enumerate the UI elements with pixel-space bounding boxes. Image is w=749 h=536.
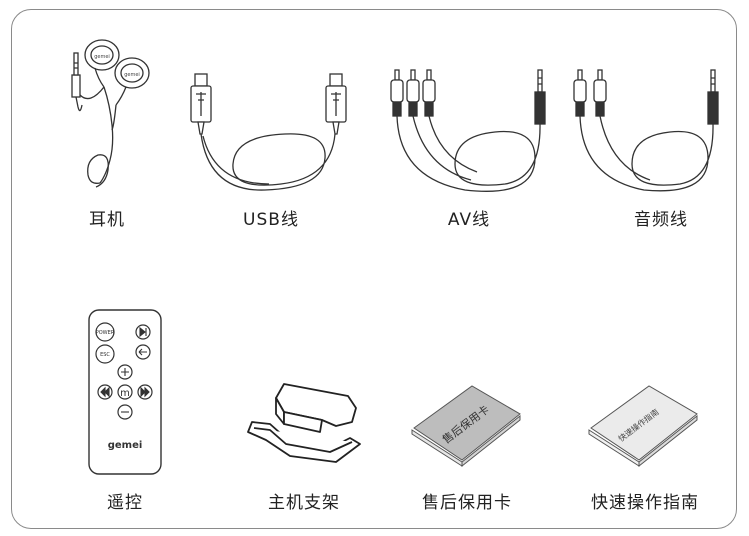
item-label-av: AV线 [447,210,491,230]
item-label-guide: 快速操作指南 [591,493,699,513]
quick-guide-icon: 快速操作指南 [588,385,698,468]
stand-item [240,378,370,468]
remote-power-label: POWER [96,330,115,336]
remote-item: POWER ESC m gemei [85,308,165,478]
item-label-stand: 主机支架 [268,493,340,513]
usb-cable-item [185,72,355,202]
item-label-audio: 音频线 [634,210,688,230]
warranty-card-icon: 售后保用卡 [411,385,521,468]
item-label-remote: 遥控 [107,493,143,513]
av-cable-item [385,68,560,203]
stand-icon [247,383,361,463]
quick-guide-item: 快速操作指南 [585,378,700,468]
remote-control-icon: POWER ESC m gemei [88,309,162,475]
item-label-usb: USB线 [243,210,299,230]
av-cable-icon [390,69,546,192]
earphones-icon: gemei gemei [71,39,150,188]
audio-cable-icon [573,69,719,192]
remote-brand: gemei [108,440,143,451]
warranty-card-item: 售后保用卡 [408,378,523,468]
earphone-brand-left: gemei [94,54,110,60]
item-label-earphones: 耳机 [89,210,125,230]
remote-menu-label: m [120,388,130,399]
item-label-warranty: 售后保用卡 [422,493,512,513]
audio-cable-item [568,68,733,203]
earphone-brand-right: gemei [124,72,140,78]
content-frame [11,9,737,529]
remote-esc-label: ESC [100,352,110,358]
earphones-item: gemei gemei [60,35,170,195]
usb-cable-icon [190,73,347,191]
